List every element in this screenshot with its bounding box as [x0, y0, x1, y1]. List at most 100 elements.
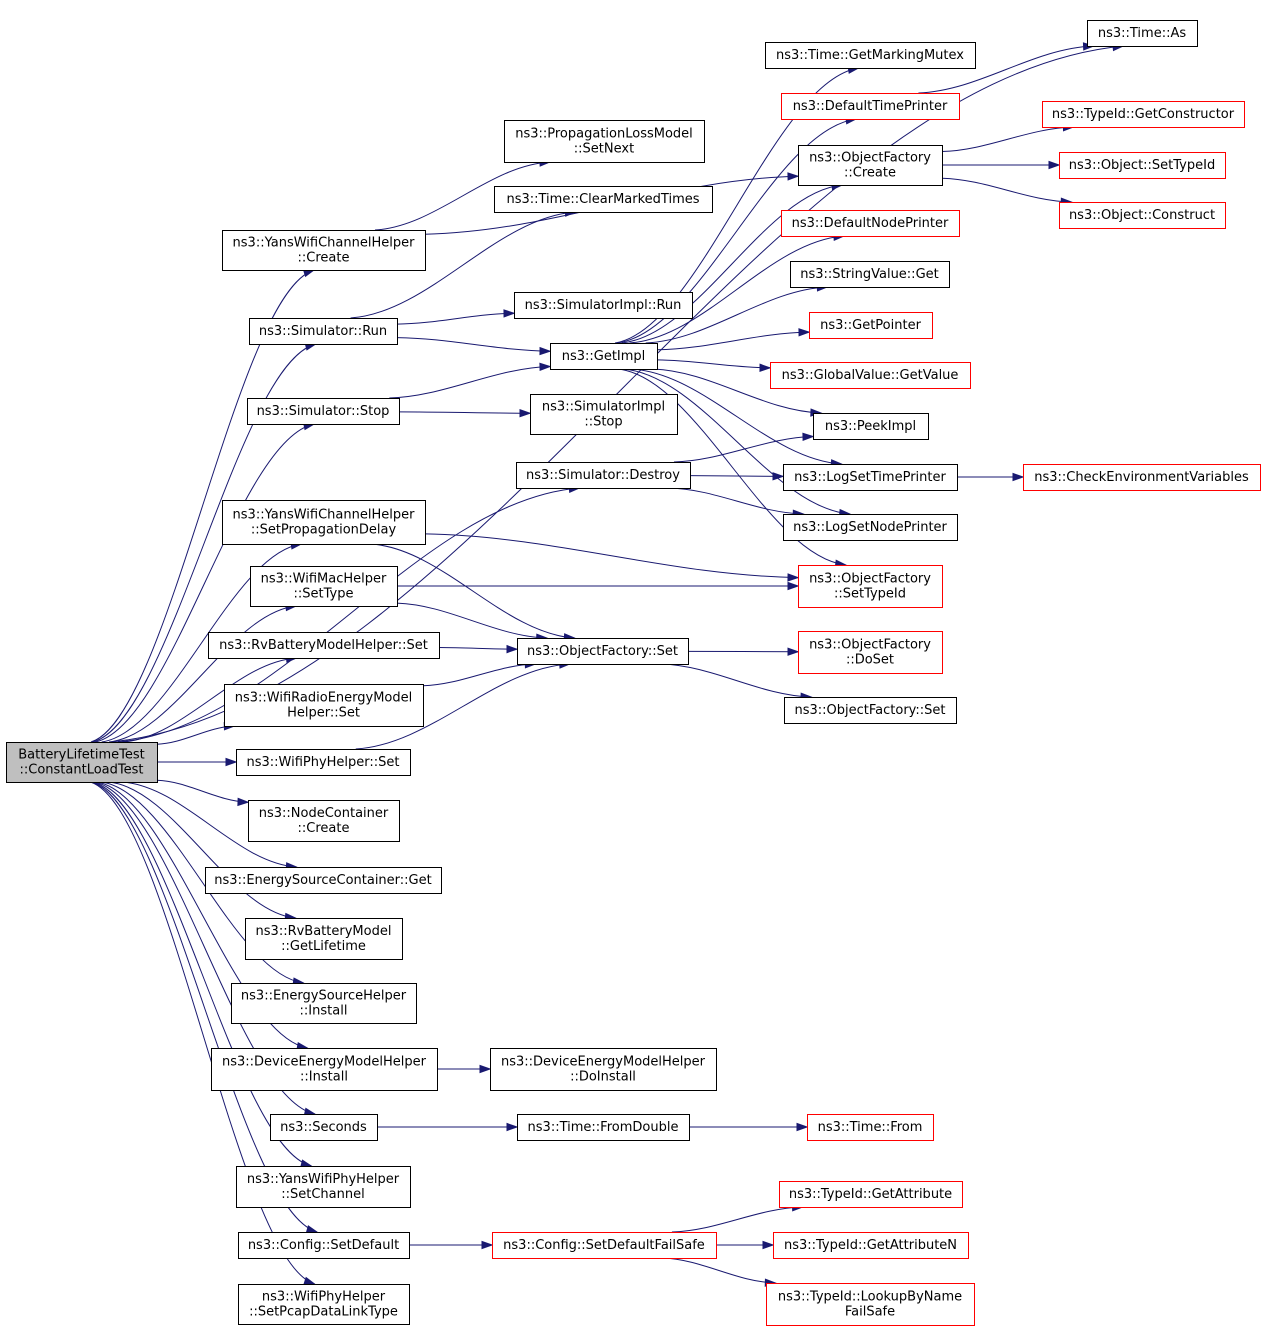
- node-box[interactable]: [231, 983, 417, 1024]
- node-simulator_stop[interactable]: ns3::Simulator::Stop: [247, 398, 400, 425]
- node-box[interactable]: [781, 210, 960, 237]
- node-simulator_run[interactable]: ns3::Simulator::Run: [249, 318, 398, 345]
- node-rvbatterymodel_getlifetime[interactable]: ns3::RvBatteryModel::GetLifetime: [245, 918, 403, 960]
- node-box[interactable]: [516, 462, 691, 489]
- node-checkenvironmentvariables[interactable]: ns3::CheckEnvironmentVariables: [1023, 464, 1261, 491]
- node-energysourcehelper_install[interactable]: ns3::EnergySourceHelper::Install: [231, 983, 417, 1024]
- node-box[interactable]: [245, 918, 403, 960]
- node-seconds[interactable]: ns3::Seconds: [270, 1114, 378, 1141]
- node-box[interactable]: [807, 1114, 934, 1141]
- node-typeid_getconstructor[interactable]: ns3::TypeId::GetConstructor: [1042, 101, 1245, 128]
- node-box[interactable]: [211, 1048, 438, 1091]
- node-box[interactable]: [550, 343, 658, 370]
- node-box[interactable]: [238, 1284, 410, 1325]
- node-simulatorimpl_run[interactable]: ns3::SimulatorImpl::Run: [514, 292, 693, 319]
- node-box[interactable]: [813, 413, 929, 440]
- node-box[interactable]: [809, 312, 933, 339]
- node-time_as[interactable]: ns3::Time::As: [1087, 20, 1198, 47]
- node-box[interactable]: [222, 230, 426, 271]
- node-box[interactable]: [250, 566, 398, 607]
- node-deviceenergymodelhelper_install[interactable]: ns3::DeviceEnergyModelHelper::Install: [211, 1048, 438, 1091]
- node-box[interactable]: [530, 394, 678, 435]
- node-typeid_getattributen[interactable]: ns3::TypeId::GetAttributeN: [773, 1232, 969, 1259]
- node-config_setdefaultfailsafe[interactable]: ns3::Config::SetDefaultFailSafe: [492, 1232, 717, 1259]
- node-box[interactable]: [6, 742, 158, 783]
- node-logsetnodeprinter[interactable]: ns3::LogSetNodePrinter: [783, 514, 958, 541]
- node-wifimachelper_settype[interactable]: ns3::WifiMacHelper::SetType: [250, 566, 398, 607]
- node-box[interactable]: [781, 93, 960, 120]
- node-box[interactable]: [208, 632, 440, 659]
- node-box[interactable]: [247, 398, 400, 425]
- node-deviceenergymodelhelper_doinstall[interactable]: ns3::DeviceEnergyModelHelper::DoInstall: [490, 1048, 717, 1091]
- node-box[interactable]: [784, 697, 957, 724]
- node-getpointer[interactable]: ns3::GetPointer: [809, 312, 933, 339]
- node-box[interactable]: [798, 565, 943, 608]
- node-getimpl[interactable]: ns3::GetImpl: [550, 343, 658, 370]
- node-box[interactable]: [1087, 20, 1198, 47]
- node-box[interactable]: [1059, 202, 1226, 229]
- node-box[interactable]: [783, 464, 958, 491]
- node-rvbatterymodelhelper_set[interactable]: ns3::RvBatteryModelHelper::Set: [208, 632, 440, 659]
- node-objectfactory_set2[interactable]: ns3::ObjectFactory::Set: [784, 697, 957, 724]
- node-box[interactable]: [236, 749, 411, 776]
- node-yanswifichannelhelper_create[interactable]: ns3::YansWifiChannelHelper::Create: [222, 230, 426, 271]
- node-stringvalue_get[interactable]: ns3::StringValue::Get: [790, 261, 950, 288]
- node-defaulttimeprinter[interactable]: ns3::DefaultTimePrinter: [781, 93, 960, 120]
- node-objectfactory_create[interactable]: ns3::ObjectFactory::Create: [798, 145, 943, 186]
- node-time_fromdouble[interactable]: ns3::Time::FromDouble: [517, 1114, 690, 1141]
- node-config_setdefault[interactable]: ns3::Config::SetDefault: [238, 1232, 410, 1259]
- node-peekimpl[interactable]: ns3::PeekImpl: [813, 413, 929, 440]
- node-nodecontainer_create[interactable]: ns3::NodeContainer::Create: [248, 800, 400, 842]
- node-box[interactable]: [790, 261, 950, 288]
- node-box[interactable]: [766, 1283, 975, 1326]
- node-objectfactory_set[interactable]: ns3::ObjectFactory::Set: [517, 638, 689, 665]
- node-box[interactable]: [765, 42, 976, 69]
- node-box[interactable]: [773, 1232, 969, 1259]
- node-box[interactable]: [236, 1166, 411, 1208]
- node-simulator_destroy[interactable]: ns3::Simulator::Destroy: [516, 462, 691, 489]
- node-object_settypeid[interactable]: ns3::Object::SetTypeId: [1059, 152, 1226, 179]
- node-objectfactory_doset[interactable]: ns3::ObjectFactory::DoSet: [798, 631, 943, 674]
- node-box[interactable]: [494, 186, 713, 213]
- node-box[interactable]: [248, 800, 400, 842]
- node-root[interactable]: BatteryLifetimeTest::ConstantLoadTest: [6, 742, 158, 783]
- node-yanswifichannelhelper_setpropagationdelay[interactable]: ns3::YansWifiChannelHelper::SetPropagati…: [222, 500, 426, 545]
- node-box[interactable]: [514, 292, 693, 319]
- node-time_getmarkingmutex[interactable]: ns3::Time::GetMarkingMutex: [765, 42, 976, 69]
- node-box[interactable]: [517, 1114, 690, 1141]
- node-box[interactable]: [798, 631, 943, 674]
- node-object_construct[interactable]: ns3::Object::Construct: [1059, 202, 1226, 229]
- node-box[interactable]: [517, 638, 689, 665]
- node-time_clearmarkedtimes[interactable]: ns3::Time::ClearMarkedTimes: [494, 186, 713, 213]
- node-box[interactable]: [205, 867, 442, 894]
- node-energysourcecontainer_get[interactable]: ns3::EnergySourceContainer::Get: [205, 867, 442, 894]
- node-wifiphyhelper_setpcapdatalinktype[interactable]: ns3::WifiPhyHelper::SetPcapDataLinkType: [238, 1284, 410, 1325]
- node-simulatorimpl_stop[interactable]: ns3::SimulatorImpl::Stop: [530, 394, 678, 435]
- node-time_from[interactable]: ns3::Time::From: [807, 1114, 934, 1141]
- node-box[interactable]: [1059, 152, 1226, 179]
- node-defaultnodeprinter[interactable]: ns3::DefaultNodePrinter: [781, 210, 960, 237]
- node-box[interactable]: [490, 1048, 717, 1091]
- node-box[interactable]: [798, 145, 943, 186]
- node-box[interactable]: [779, 1181, 963, 1208]
- node-box[interactable]: [783, 514, 958, 541]
- node-box[interactable]: [492, 1232, 717, 1259]
- node-propagationlossmodel_setnext[interactable]: ns3::PropagationLossModel::SetNext: [504, 120, 705, 163]
- node-yanswifiphyhelper_setchannel[interactable]: ns3::YansWifiPhyHelper::SetChannel: [236, 1166, 411, 1208]
- node-box[interactable]: [1042, 101, 1245, 128]
- node-box[interactable]: [770, 362, 971, 389]
- node-objectfactory_settypeid[interactable]: ns3::ObjectFactory::SetTypeId: [798, 565, 943, 608]
- node-box[interactable]: [222, 500, 426, 545]
- node-box[interactable]: [1023, 464, 1261, 491]
- node-globalvalue_getvalue[interactable]: ns3::GlobalValue::GetValue: [770, 362, 971, 389]
- node-box[interactable]: [504, 120, 705, 163]
- node-logsettimeprinter[interactable]: ns3::LogSetTimePrinter: [783, 464, 958, 491]
- node-box[interactable]: [249, 318, 398, 345]
- node-wifiphyhelper_set[interactable]: ns3::WifiPhyHelper::Set: [236, 749, 411, 776]
- node-typeid_getattribute[interactable]: ns3::TypeId::GetAttribute: [779, 1181, 963, 1208]
- node-box[interactable]: [224, 684, 424, 727]
- node-box[interactable]: [270, 1114, 378, 1141]
- node-box[interactable]: [238, 1232, 410, 1259]
